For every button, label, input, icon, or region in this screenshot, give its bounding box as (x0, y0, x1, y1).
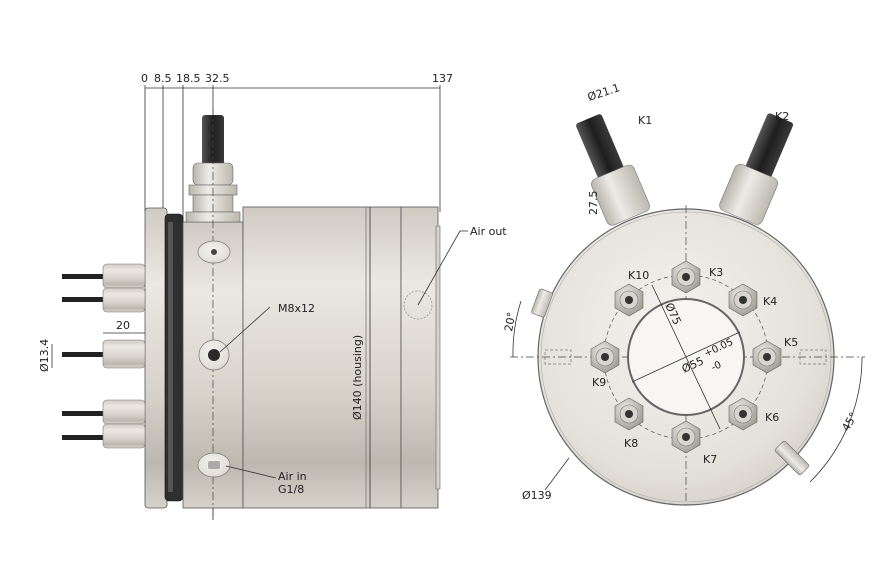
label-k5: K5 (784, 336, 798, 349)
bore-tol-minus: -0 (710, 360, 724, 374)
air-in-thread-label: G1/8 (278, 483, 304, 496)
air-in-label: Air in (278, 470, 307, 483)
port-k8 (614, 397, 644, 431)
connector-k2 (719, 113, 794, 225)
angle-arc-20 (512, 300, 522, 358)
cable-icon (62, 352, 104, 357)
label-k2: K2 (775, 110, 789, 123)
rear-connector (62, 423, 146, 449)
rear-connector (62, 263, 146, 289)
dim-8-5: 8.5 (154, 72, 172, 85)
rear-connector (62, 399, 146, 425)
air-in-leader (225, 465, 277, 479)
port-k3 (671, 260, 701, 294)
rear-connectors (62, 263, 146, 449)
connector-length-label: 20 (116, 319, 130, 332)
outer-diameter-label: Ø139 (522, 489, 552, 502)
m8-label: M8x12 (278, 302, 315, 315)
port-center (601, 353, 609, 361)
label-k1: K1 (638, 114, 652, 127)
air-out-leader (417, 230, 461, 306)
port-center (739, 296, 747, 304)
label-k8: K8 (624, 437, 638, 450)
port-center (625, 296, 633, 304)
air-in-port-inner (208, 461, 220, 469)
connector-nut (719, 163, 779, 225)
port-center (739, 410, 747, 418)
dim-137: 137 (432, 72, 453, 85)
connector-diameter-label: Ø13.4 (38, 339, 51, 372)
port-k4 (728, 283, 758, 317)
air-out-label: Air out (470, 225, 507, 238)
hidden-bore-right (799, 349, 827, 365)
mount-hole-top-center (211, 249, 217, 255)
rear-connector (62, 339, 146, 369)
side-pin-left (531, 288, 553, 318)
label-k4: K4 (763, 295, 777, 308)
label-k7: K7 (703, 453, 717, 466)
label-k9: K9 (592, 376, 606, 389)
port-k9 (590, 340, 620, 374)
rear-connector (62, 287, 146, 313)
outer-diameter-leader (544, 457, 570, 491)
port-k5 (752, 340, 782, 374)
side-pin-right (774, 440, 810, 476)
air-out-port (403, 290, 433, 320)
mount-hole-m8-center (208, 349, 220, 361)
connector-k1 (576, 114, 650, 226)
k1-diameter-label: Ø21.1 (586, 81, 622, 104)
bore-dim-line (631, 331, 741, 383)
connector-body (102, 287, 146, 313)
connector-body (102, 399, 146, 425)
seal-ring (164, 213, 184, 502)
seal-highlight (168, 222, 173, 492)
port-center (763, 353, 771, 361)
cable-icon (576, 114, 624, 179)
dim-18-5: 18.5 (176, 72, 201, 85)
angle-20-label: 20° (502, 311, 518, 332)
label-k10: K10 (628, 269, 649, 282)
label-k6: K6 (765, 411, 779, 424)
port-k7 (671, 420, 701, 454)
housing-diameter-label: Ø140 (housing) (351, 335, 364, 420)
front-view: K1 K2 Ø21.1 27.5 Ø75 Ø55 +0.05 -0 (502, 81, 865, 506)
cable-icon (62, 274, 104, 279)
cable-icon (62, 435, 104, 440)
k1-height-label: 27.5 (587, 191, 600, 216)
angle-arc-45 (809, 356, 863, 483)
end-cap (400, 206, 439, 509)
housing-body (242, 206, 402, 509)
connector-nut (591, 164, 650, 226)
port-center (625, 410, 633, 418)
port-k10 (614, 283, 644, 317)
label-k3: K3 (709, 266, 723, 279)
dim-0: 0 (141, 72, 148, 85)
end-cap-lip (435, 225, 441, 490)
cable-icon (745, 113, 794, 178)
port-center (682, 273, 690, 281)
hidden-bore-left (544, 349, 572, 365)
cable-icon (62, 297, 104, 302)
side-view: 0 8.5 18.5 32.5 137 (38, 72, 507, 520)
connector-body (102, 339, 146, 369)
port-k6 (728, 397, 758, 431)
connector-body (102, 263, 146, 289)
dim-32-5: 32.5 (205, 72, 230, 85)
m8-leader (219, 306, 271, 353)
flange (144, 207, 168, 509)
connector-body (102, 423, 146, 449)
cable-icon (62, 411, 104, 416)
port-center (682, 433, 690, 441)
angle-45-label: 45° (839, 410, 860, 433)
